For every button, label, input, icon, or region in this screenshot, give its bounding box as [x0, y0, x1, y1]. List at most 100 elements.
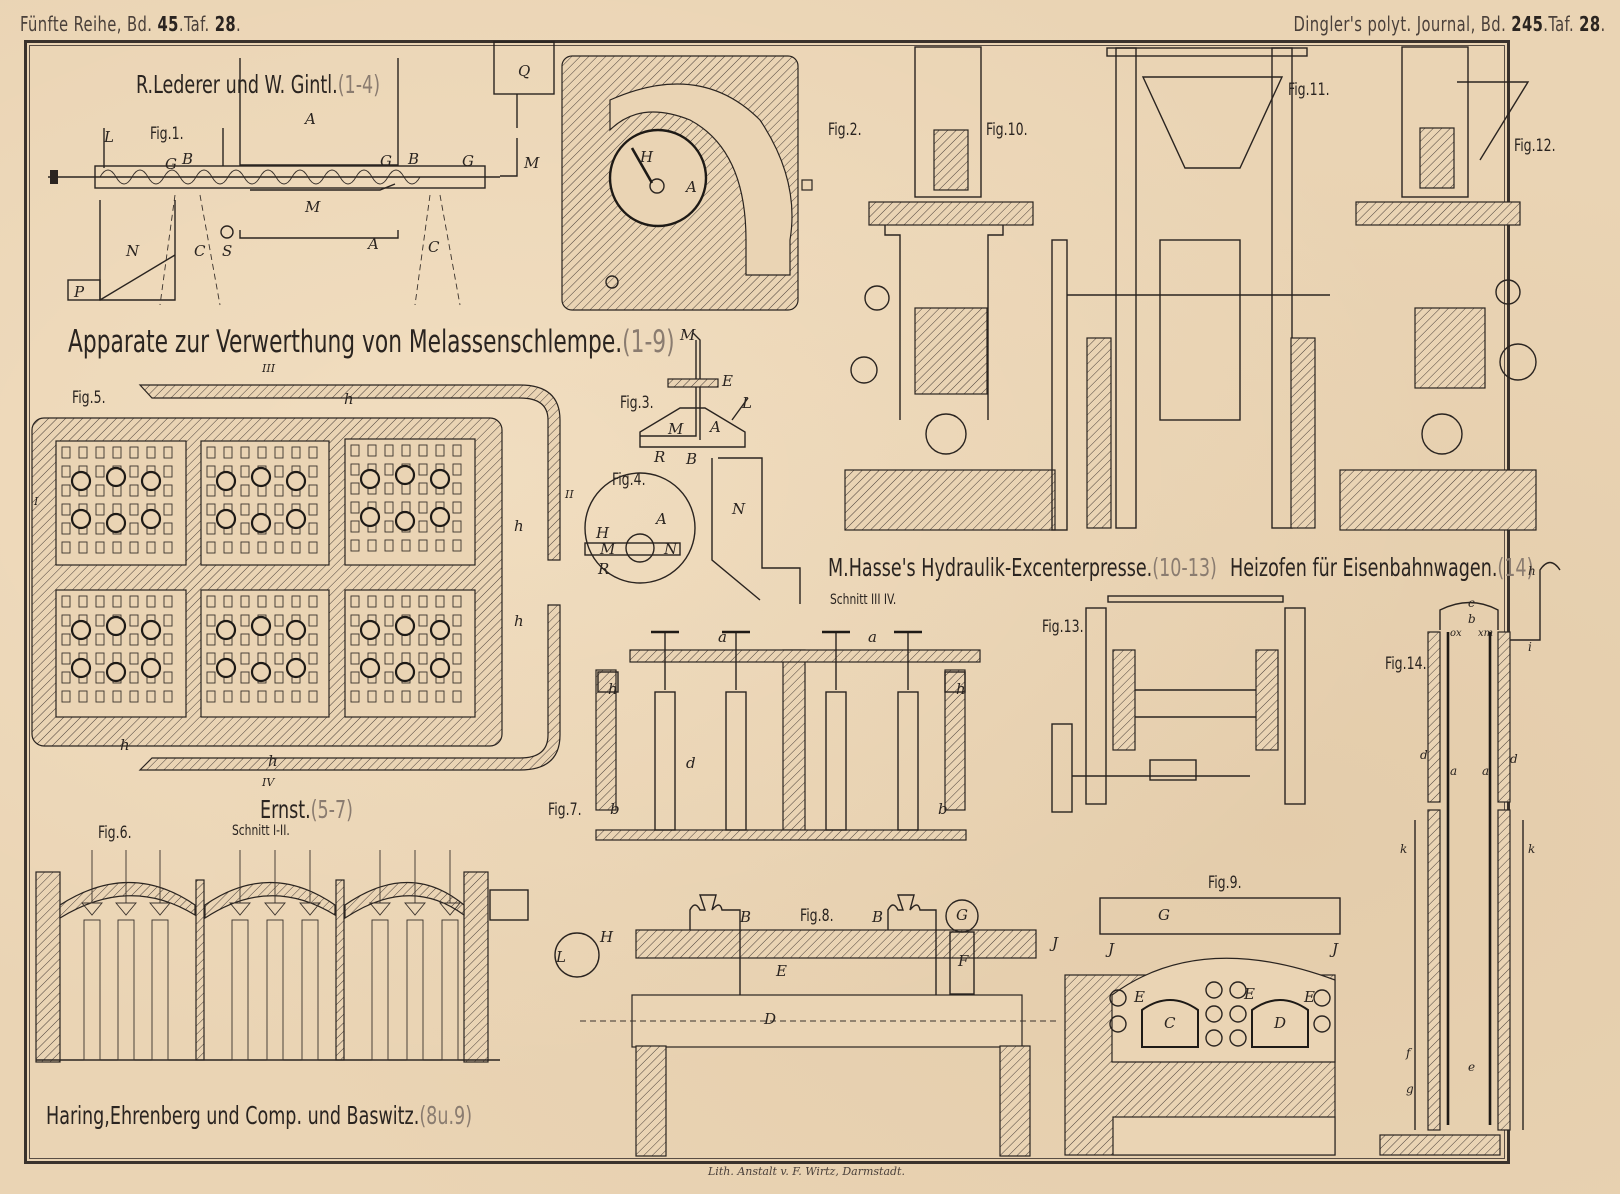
fig5-grid-square [129, 595, 139, 608]
fig1-letter-s: S [222, 242, 233, 260]
fig5-grid-square [95, 503, 105, 516]
fig5-grid-square [95, 465, 105, 478]
fig5-grid-square [95, 671, 105, 684]
fig3-letter-e: E [722, 372, 733, 390]
fig5-cut-ii: II [565, 488, 574, 501]
fig5-grid-square [240, 503, 250, 516]
fig5-grid-square [163, 652, 173, 665]
fig4-letter-n: N [664, 540, 678, 558]
fig5-grid-square [240, 595, 250, 608]
fig9-letter-j2: J [1332, 940, 1339, 958]
fig1-letter-p: P [74, 283, 85, 301]
fig4-letter-h: H [596, 524, 610, 542]
fig5-grid-square [308, 652, 318, 665]
fig7-letter-h-left: h [608, 680, 618, 698]
fig1-letter-g3: G [462, 152, 474, 170]
fig4-letter-r: R [598, 560, 610, 578]
fig6-funnel [264, 902, 286, 916]
fig5-grid-square [308, 484, 318, 497]
fig5-grid-square [350, 690, 360, 703]
fig10-label: Fig.10. [986, 120, 1028, 140]
fig1-letter-n: N [126, 242, 140, 260]
fig14-letter-g: g [1406, 1082, 1414, 1096]
fig5-grid-square [350, 520, 360, 533]
fig5-grid-square [61, 652, 71, 665]
fig5-grid-square [367, 595, 377, 608]
header-right-taf: .Taf. [1543, 12, 1575, 36]
fig5-grid-square [78, 541, 88, 554]
title-heizofen-ref: (14) [1497, 553, 1534, 582]
fig7-letter-a: a [718, 628, 727, 646]
fig5-grid-square [274, 465, 284, 478]
fig5-grid-square [291, 595, 301, 608]
fig9-flue-circle [1109, 1015, 1127, 1033]
fig5-grid-square [206, 541, 216, 554]
header-left-prefix: Fünfte Reihe, Bd. [20, 12, 153, 36]
title-haring-text: Haring,Ehrenberg und Comp. und Baswitz. [46, 1101, 420, 1130]
fig5-grid-square [206, 595, 216, 608]
fig5-letter-h3: h [514, 612, 524, 630]
fig5-grid-square [435, 444, 445, 457]
fig2-letter-a: A [686, 178, 697, 196]
fig5-grid-square [146, 541, 156, 554]
fig5-grid-square [95, 652, 105, 665]
fig14-letter-d: d [1420, 748, 1428, 762]
fig8-drawing [554, 894, 1060, 1157]
fig5-grid-square [129, 465, 139, 478]
fig7-letter-b2: b [938, 800, 948, 818]
fig5-cut-iii: III [262, 362, 276, 375]
fig5-drawing [31, 384, 561, 771]
fig5-grid-square [129, 446, 139, 459]
fig6-retort-column [371, 919, 389, 1061]
fig5-grid-square [129, 671, 139, 684]
fig5-grid-square [206, 671, 216, 684]
fig5-grid-square [291, 541, 301, 554]
fig14-letter-xm: xm [1478, 628, 1494, 639]
fig14-letter-a2: a [1482, 764, 1490, 778]
title-haring-baswitz: Haring,Ehrenberg und Comp. und Baswitz.(… [46, 1101, 472, 1130]
fig6-funnel [369, 902, 391, 916]
fig6-drawing [35, 850, 529, 1063]
fig5-grid-square [418, 690, 428, 703]
fig8-label: Fig.8. [800, 906, 834, 926]
fig5-grid-square [61, 690, 71, 703]
fig6-retort-column [83, 919, 101, 1061]
fig5-grid-square [240, 522, 250, 535]
fig4-letter-m: M [600, 540, 616, 558]
fig5-grid-square [308, 541, 318, 554]
fig5-grid-square [308, 690, 318, 703]
fig5-grid-square [163, 671, 173, 684]
fig5-retort-circle [105, 466, 127, 488]
fig5-grid-square [308, 595, 318, 608]
fig8-letter-f: F [958, 952, 969, 970]
fig5-grid-square [384, 614, 394, 627]
fig5-grid-square [274, 633, 284, 646]
fig5-grid-square [129, 522, 139, 535]
fig5-grid-square [257, 595, 267, 608]
fig5-grid-square [350, 539, 360, 552]
fig5-retort-circle [429, 619, 451, 641]
fig6-retort-column [151, 919, 169, 1061]
fig5-grid-square [146, 690, 156, 703]
fig5-grid-square [223, 446, 233, 459]
fig5-grid-square [452, 482, 462, 495]
fig5-grid-square [95, 595, 105, 608]
fig5-retort-circle [215, 508, 237, 530]
fig5-retort-circle [285, 470, 307, 492]
fig3-label: Fig.3. [620, 393, 654, 413]
fig8-letter-b: B [740, 908, 752, 926]
title-lederer-text: R.Lederer und W. Gintl. [136, 70, 338, 99]
fig8-letter-j: J [1052, 934, 1059, 952]
header-left-volume: 45 [157, 12, 179, 36]
fig5-grid-square [350, 482, 360, 495]
fig7-retort-column [825, 691, 847, 831]
fig5-grid-square [418, 482, 428, 495]
fig5-grid-square [95, 690, 105, 703]
fig5-grid-square [163, 633, 173, 646]
fig5-grid-square [78, 446, 88, 459]
fig14-letter-k2: k [1528, 842, 1536, 856]
fig5-grid-square [291, 690, 301, 703]
fig5-cut-i: I [34, 495, 39, 508]
fig5-grid-square [384, 520, 394, 533]
fig5-grid-square [452, 520, 462, 533]
